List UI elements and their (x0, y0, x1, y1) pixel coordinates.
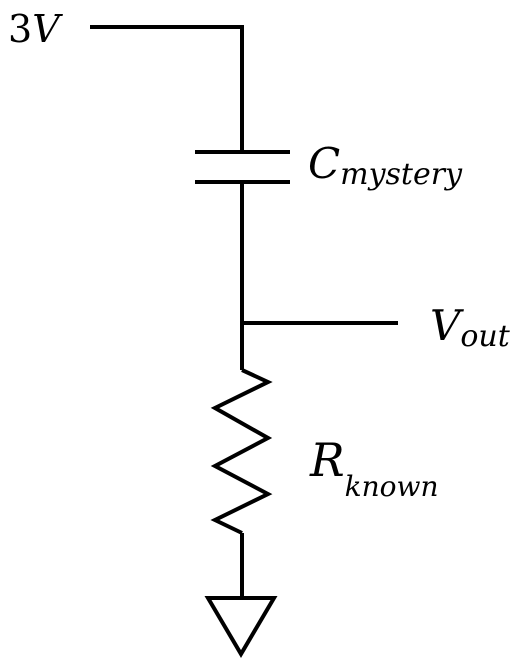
top-wire (90, 25, 244, 152)
resistor-zigzag (210, 368, 273, 535)
source-voltage-number: 3 (8, 7, 32, 51)
resistor-label-main: R (309, 433, 345, 487)
output-label: Vout (430, 301, 511, 354)
output-label-main: V (430, 301, 464, 350)
ground-symbol (204, 596, 278, 658)
output-label-subscript: out (460, 319, 510, 354)
capacitor-label-subscript: mystery (340, 157, 463, 192)
resistor-label-subscript: known (345, 470, 439, 503)
source-voltage-unit: V (32, 7, 63, 51)
resistor-label: Rknown (309, 433, 439, 503)
capacitor-label: Cmystery (308, 139, 463, 192)
source-voltage-label: 3V (8, 7, 63, 51)
capacitor-label-main: C (308, 139, 340, 188)
